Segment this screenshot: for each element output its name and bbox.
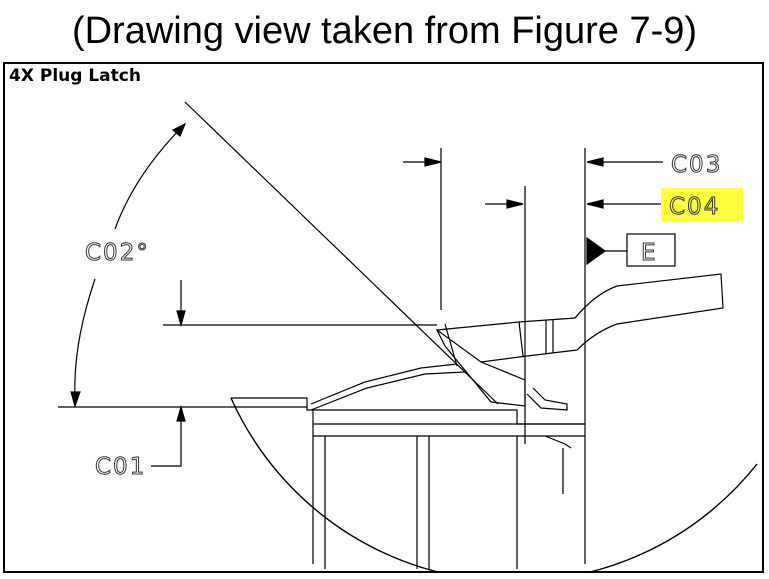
angle-extension-line bbox=[184, 101, 499, 405]
label-c03: C03 bbox=[671, 152, 722, 178]
housing-top bbox=[231, 397, 585, 425]
datum-box bbox=[626, 233, 676, 267]
view-title: 4X Plug Latch bbox=[9, 66, 141, 86]
latch-spring bbox=[310, 363, 466, 411]
drawing-view-frame: 4X Plug Latch bbox=[3, 62, 764, 573]
c01-arrow-top bbox=[176, 310, 186, 328]
latch-groove-3 bbox=[518, 321, 524, 357]
figure-caption: (Drawing view taken from Figure 7-9) bbox=[71, 10, 698, 52]
latch-arm bbox=[435, 273, 724, 363]
c04-arrow-right bbox=[586, 199, 604, 209]
c01-leader bbox=[151, 464, 182, 467]
angle-dimension-arc-lower bbox=[74, 278, 96, 397]
c03-arrow-right bbox=[586, 157, 604, 167]
label-c04: C04 bbox=[669, 194, 720, 220]
angle-arrow-bottom bbox=[70, 391, 81, 408]
latch-hook bbox=[436, 329, 526, 407]
angle-arrow-top bbox=[171, 122, 187, 137]
c04-highlight bbox=[661, 188, 743, 222]
angle-dimension-arc-upper bbox=[114, 123, 186, 230]
latch-tab bbox=[526, 387, 568, 411]
label-c02: C02° bbox=[85, 240, 150, 266]
c04-arrow-left bbox=[506, 199, 524, 209]
c01-arrow-bottom bbox=[176, 404, 186, 422]
datum-triangle bbox=[586, 236, 607, 266]
label-datum-e: E bbox=[641, 240, 658, 266]
drawing-canvas: C02° C01 C03 C04 E bbox=[58, 101, 758, 571]
housing-notch bbox=[544, 435, 572, 449]
label-c01: C01 bbox=[95, 454, 146, 480]
latch-chamfer bbox=[444, 323, 458, 367]
detail-circle-arc bbox=[230, 397, 758, 571]
c03-arrow-left bbox=[424, 157, 442, 167]
